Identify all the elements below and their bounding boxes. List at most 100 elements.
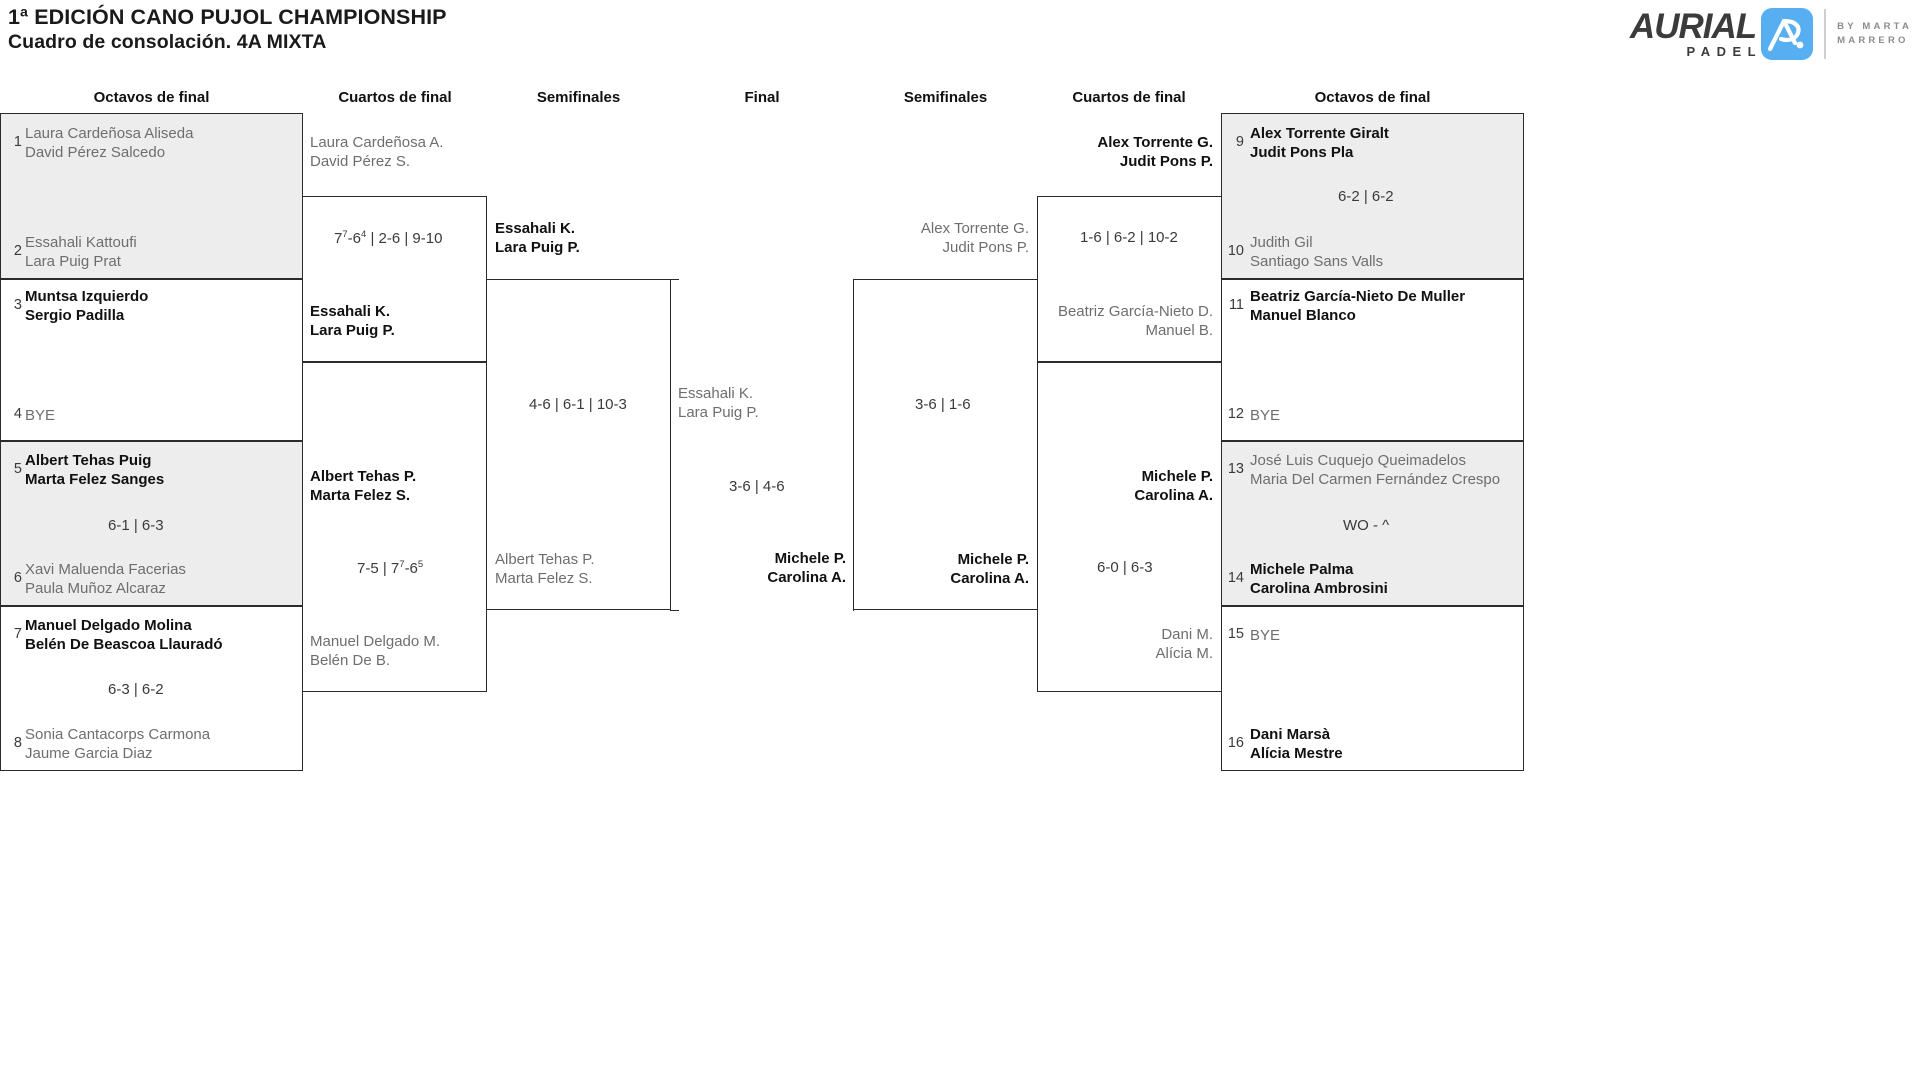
- player-1: BYE: [25, 407, 56, 424]
- seed-number: 1: [13, 134, 22, 150]
- player-1: BYE: [1250, 627, 1281, 644]
- seed-number: 10: [1227, 243, 1244, 259]
- ap-monogram-icon: [1761, 8, 1814, 60]
- player-1: Alex Torrente G.: [1097, 134, 1213, 151]
- player-2: David Pérez Salcedo: [25, 144, 166, 161]
- team-names: Michele Palma Carolina Ambrosini: [1250, 560, 1388, 598]
- match-box-left-qf-1[interactable]: [302, 196, 487, 362]
- player-1: Alex Torrente Giralt: [1250, 125, 1389, 142]
- team-names: Albert Tehas P. Marta Felez S.: [495, 550, 595, 588]
- logo-byline: BY MARTA MARRERO: [1837, 20, 1912, 48]
- player-1: Michele P.: [1141, 468, 1213, 485]
- player-2: Lara Puig P.: [310, 322, 395, 339]
- seed-number: 5: [13, 461, 22, 477]
- player-2: Alícia M.: [1155, 645, 1213, 662]
- player-1: Essahali K.: [678, 385, 754, 402]
- team-names: Beatriz García-Nieto D. Manuel B.: [0, 302, 1213, 340]
- team-names: Laura Cardeñosa Aliseda David Pérez Salc…: [25, 124, 193, 162]
- player-1: Essahali Kattoufi: [25, 234, 137, 251]
- match-box-right-sf[interactable]: [853, 279, 1038, 610]
- player-1: Albert Tehas P.: [310, 468, 417, 485]
- player-2: Judit Pons Pla: [1250, 144, 1354, 161]
- player-2: Alícia Mestre: [1250, 745, 1343, 762]
- player-2: Belén De Beascoa Llauradó: [25, 636, 223, 653]
- player-2: Belén De B.: [310, 652, 391, 669]
- player-1: Alex Torrente G.: [920, 220, 1029, 237]
- match-box-right-r16-2[interactable]: [1221, 279, 1524, 441]
- match-box-right-r16-3[interactable]: [1221, 441, 1524, 606]
- player-1: Albert Tehas P.: [495, 551, 595, 568]
- player-2: Paula Muñoz Alcaraz: [25, 580, 166, 597]
- player-1: Manuel Delgado M.: [310, 633, 441, 650]
- score-text: 7-5 | 77-65: [357, 559, 424, 577]
- player-1: Judith Gil: [1250, 234, 1313, 251]
- aurial-padel-logo: AURIAL PADEL BY MARTA MARRERO: [1630, 6, 1912, 62]
- logo-byline-1: BY MARTA: [1837, 21, 1912, 32]
- player-2: Carolina A.: [1134, 487, 1213, 504]
- player-1: Essahali K.: [310, 303, 391, 320]
- match-box-right-qf-2[interactable]: [1037, 362, 1222, 692]
- match-score: 3-6 | 1-6: [915, 396, 971, 413]
- title-line-1: 1ª EDICIÓN CANO PUJOL CHAMPIONSHIP: [8, 5, 447, 29]
- team-names: Sonia Cantacorps Carmona Jaume Garcia Di…: [25, 725, 210, 763]
- match-score: 1-6 | 6-2 | 10-2: [1080, 229, 1178, 246]
- match-score: 6-3 | 6-2: [108, 681, 164, 698]
- seed-number: 13: [1227, 461, 1244, 477]
- seed-number: 12: [1227, 406, 1244, 422]
- team-names: Alex Torrente G. Judit Pons P.: [0, 219, 1029, 257]
- seed-number: 16: [1227, 735, 1244, 751]
- logo-brand-text: AURIAL: [1629, 6, 1757, 46]
- team-names: Muntsa Izquierdo Sergio Padilla: [25, 287, 148, 325]
- seed-number: 6: [13, 570, 22, 586]
- team-names: Judith Gil Santiago Sans Valls: [1250, 233, 1383, 271]
- match-score: 4-6 | 6-1 | 10-3: [529, 396, 627, 413]
- match-score: 6-1 | 6-3: [108, 517, 164, 534]
- team-names: Alex Torrente Giralt Judit Pons Pla: [1250, 124, 1389, 162]
- player-2: Santiago Sans Valls: [1250, 253, 1384, 270]
- connector-line: [671, 610, 679, 611]
- team-names: Dani M. Alícia M.: [0, 625, 1213, 663]
- player-2: Judit Pons P.: [942, 239, 1029, 256]
- round-header-right-qf: Cuartos de final: [1072, 89, 1186, 106]
- seed-number: 3: [13, 297, 22, 313]
- match-box-left-sf[interactable]: [486, 279, 671, 610]
- round-header-right-r16: Octavos de final: [1314, 89, 1431, 106]
- match-box-left-r16-1[interactable]: [0, 113, 303, 279]
- player-1: Michele Palma: [1250, 561, 1354, 578]
- match-box-right-qf-1[interactable]: [1037, 196, 1222, 362]
- match-score: WO - ^: [1343, 517, 1390, 534]
- player-1: Albert Tehas Puig: [25, 452, 152, 469]
- match-score: 6-2 | 6-2: [1338, 188, 1394, 205]
- logo-divider: [1824, 9, 1827, 59]
- team-names: José Luis Cuquejo Queimadelos Maria Del …: [1250, 451, 1500, 489]
- seed-number: 7: [13, 626, 22, 642]
- round-header-left-sf: Semifinales: [536, 89, 621, 106]
- player-2: Lara Puig Prat: [25, 253, 121, 270]
- player-1: Essahali K.: [495, 220, 576, 237]
- seed-number: 4: [13, 406, 22, 422]
- match-box-right-r16-4[interactable]: [1221, 606, 1524, 771]
- connector-line: [671, 279, 679, 280]
- player-2: Marta Felez Sanges: [25, 471, 165, 488]
- match-box-left-r16-2[interactable]: [0, 279, 303, 441]
- page-title: 1ª EDICIÓN CANO PUJOL CHAMPIONSHIP Cuadr…: [8, 5, 447, 55]
- player-2: Lara Puig P.: [678, 404, 759, 421]
- match-score: 77-64 | 2-6 | 9-10: [334, 229, 442, 247]
- team-names: Dani Marsà Alícia Mestre: [1250, 725, 1343, 763]
- team-names: Alex Torrente G. Judit Pons P.: [0, 133, 1213, 171]
- team-names: Manuel Delgado Molina Belén De Beascoa L…: [25, 616, 223, 654]
- player-2: Carolina Ambrosini: [1250, 580, 1388, 597]
- match-box-right-r16-1[interactable]: [1221, 113, 1524, 279]
- player-2: Carolina A.: [767, 569, 846, 586]
- player-1: Beatriz García-Nieto D.: [1057, 303, 1213, 320]
- team-names: Manuel Delgado M. Belén De B.: [310, 632, 440, 670]
- player-1: José Luis Cuquejo Queimadelos: [1250, 452, 1466, 469]
- match-box-left-r16-3[interactable]: [0, 441, 303, 606]
- player-2: Lara Puig P.: [495, 239, 580, 256]
- logo-sub-text: PADEL: [1686, 43, 1763, 59]
- player-2: David Pérez S.: [310, 153, 411, 170]
- match-box-left-r16-4[interactable]: [0, 606, 303, 771]
- finalist-right: Michele P. Carolina A.: [0, 549, 846, 587]
- team-names: Essahali K. Lara Puig P.: [495, 219, 580, 257]
- match-box-left-qf-2[interactable]: [302, 362, 487, 692]
